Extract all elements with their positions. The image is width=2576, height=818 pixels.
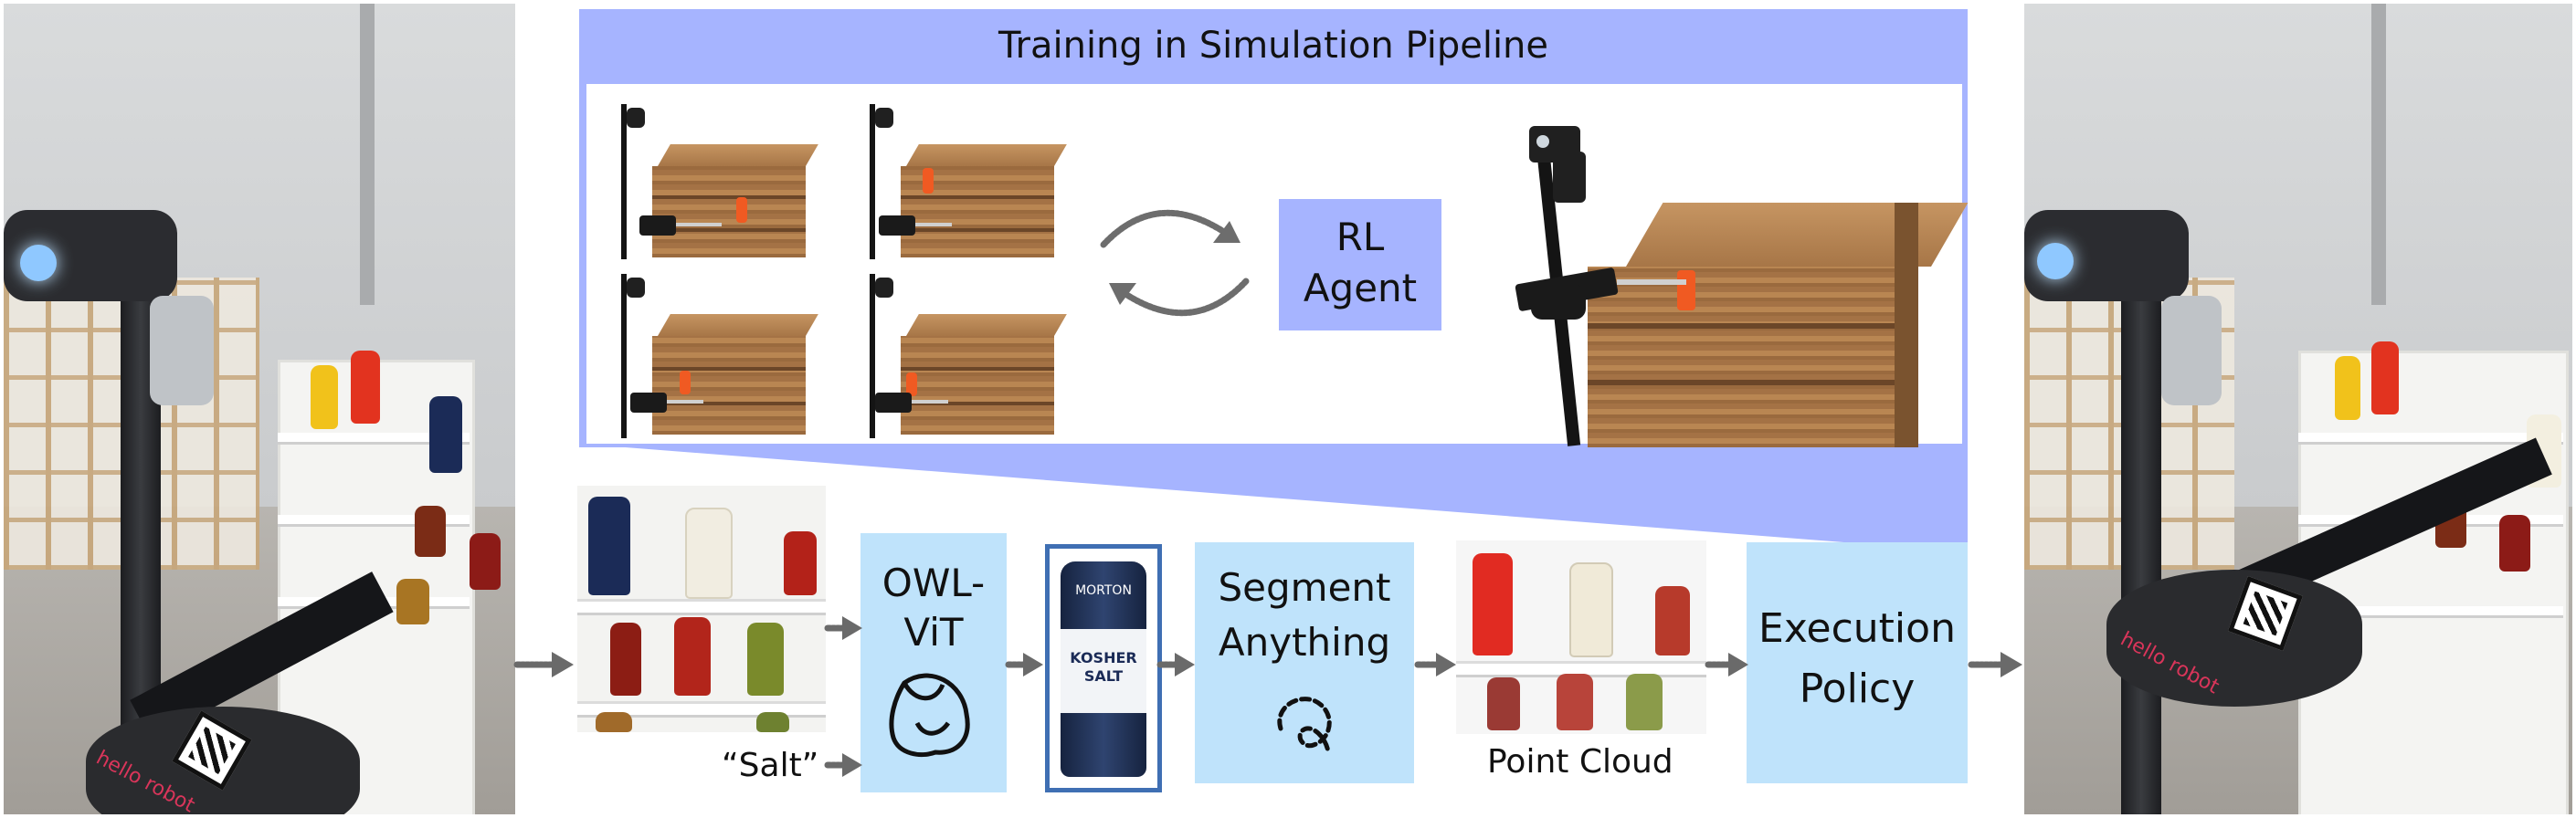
ketchup-bottle [610, 623, 641, 696]
ketchup-bottle [351, 351, 380, 424]
cycle-arrowhead-bottom [1109, 283, 1136, 305]
point-cloud-object [1557, 674, 1593, 730]
segment-anything-line2: Anything [1218, 620, 1391, 665]
owl-icon [889, 673, 970, 758]
honey-jar [396, 579, 429, 624]
arrowhead [552, 652, 574, 677]
execution-policy-box: Execution Policy [1747, 542, 1968, 783]
mustard-bottle [311, 365, 338, 429]
owl-vit-box: OWL- ViT [860, 533, 1007, 792]
rl-agent-box: RL Agent [1279, 199, 1441, 330]
execution-policy-line2: Policy [1799, 666, 1916, 712]
arrowhead [1436, 653, 1456, 676]
sim-env-2 [851, 95, 1080, 259]
point-cloud-object [1626, 674, 1663, 730]
spice-bottle [784, 531, 817, 595]
canister-brand: MORTON [1075, 583, 1132, 598]
point-cloud-object [1569, 562, 1613, 657]
cycle-arrow-top [1100, 209, 1233, 248]
arrowhead [1175, 653, 1195, 676]
ketchup-bottle [674, 617, 711, 696]
window-blind [360, 4, 375, 305]
query-text: “Salt” [722, 747, 819, 784]
segment-anything-line1: Segment [1218, 565, 1391, 610]
sim-env-3 [603, 265, 831, 438]
jar [756, 712, 789, 732]
owl-vit-line1: OWL- [882, 561, 986, 605]
arrowhead [2001, 652, 2022, 677]
robot-camera-light [2037, 243, 2074, 279]
spice-jar [470, 533, 501, 590]
mayo-bottle [685, 508, 733, 599]
shelf-board [2298, 433, 2563, 445]
point-cloud-object [1487, 677, 1520, 730]
cycle-arrowhead-top [1213, 221, 1240, 243]
sim-env-large [1480, 119, 1969, 447]
robot-base [2106, 570, 2362, 707]
rl-agent-label: RL Agent [1279, 199, 1441, 314]
salt-canister [588, 497, 630, 595]
point-cloud-image [1456, 540, 1706, 734]
sim-env-1 [603, 95, 831, 259]
robot-head-side [2161, 296, 2222, 405]
robot-photo-before: hello robot [4, 4, 515, 814]
ketchup-bottle [2371, 341, 2399, 414]
canister-label-band [1061, 629, 1146, 713]
shelf-board [278, 433, 470, 445]
robot-camera-light [20, 245, 57, 281]
pipeline-funnel [579, 444, 1968, 544]
rl-agent-line2: Agent [1303, 266, 1418, 310]
funnel-shape [579, 444, 1968, 544]
segment-anything-icon [1277, 697, 1332, 755]
salt-canister: MORTON KOSHER SALT [1061, 561, 1146, 777]
point-cloud-label: Point Cloud [1487, 743, 1673, 781]
owl-vit-label: OWL- ViT [860, 559, 1007, 657]
robot-head-side [150, 296, 214, 405]
input-shelf-image [577, 486, 826, 732]
sauce-jar [415, 506, 446, 557]
sim-env-4 [851, 265, 1080, 438]
cycle-arrows-icon [1100, 209, 1250, 317]
shelf-board [2298, 606, 2563, 618]
point-cloud-object [1655, 586, 1690, 655]
execution-policy-line1: Execution [1758, 605, 1956, 652]
canister-product: KOSHER SALT [1070, 649, 1137, 685]
photo-shelf [2298, 351, 2569, 814]
detected-object-crop: MORTON KOSHER SALT [1045, 544, 1162, 792]
cycle-arrow-bottom [1116, 278, 1250, 317]
pipeline-title: Training in Simulation Pipeline [998, 25, 1549, 67]
arrowhead [842, 616, 862, 640]
arrowhead [842, 753, 862, 777]
segment-anything-label: Segment Anything [1195, 561, 1414, 670]
window-blind [2371, 4, 2386, 305]
mustard-bottle [2335, 356, 2360, 420]
salt-canister [429, 396, 462, 473]
robot-photo-after: hello robot [2024, 4, 2572, 814]
jar [596, 712, 632, 732]
robot-mast [2121, 232, 2161, 814]
arrowhead [1728, 653, 1748, 676]
rl-agent-line1: RL [1336, 215, 1385, 259]
arrowhead [1023, 653, 1043, 676]
pipeline-title-bar: Training in Simulation Pipeline [579, 9, 1968, 82]
relish-jar [747, 623, 784, 696]
execution-policy-label: Execution Policy [1747, 599, 1968, 719]
spice-jar [2499, 515, 2530, 572]
point-cloud-object [1473, 553, 1513, 655]
owl-vit-line2: ViT [903, 610, 964, 655]
segment-anything-box: Segment Anything [1195, 542, 1414, 783]
